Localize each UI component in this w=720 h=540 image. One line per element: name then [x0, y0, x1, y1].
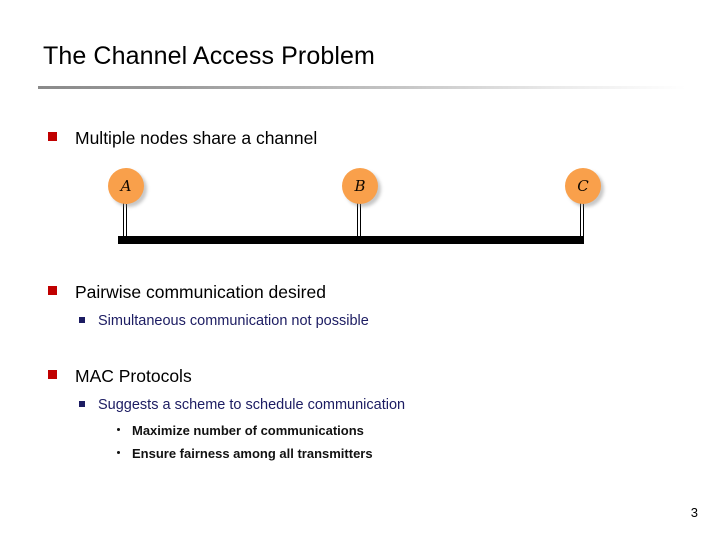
- square-bullet-icon: [48, 369, 57, 379]
- bullet-level1-mac-protocols: MAC Protocols: [48, 364, 192, 387]
- bullet-level3-label: Ensure fairness among all transmitters: [132, 445, 373, 461]
- bullet-level2-simultaneous-communication: Simultaneous communication not possible: [79, 312, 369, 331]
- bullet-level3-label: Maximize number of communications: [132, 422, 364, 438]
- network-node-c-label: C: [577, 177, 589, 195]
- network-node-b-label: B: [354, 177, 366, 195]
- dot-bullet-icon: [117, 428, 120, 432]
- network-node-a-label: A: [120, 177, 132, 195]
- node-stem-b: [357, 195, 362, 240]
- bullet-level2-label: Suggests a scheme to schedule communicat…: [98, 397, 406, 413]
- bullet-level1-label: Pairwise communication desired: [75, 282, 326, 303]
- title-divider: [38, 86, 686, 89]
- bullet-level2-label: Simultaneous communication not possible: [98, 313, 369, 329]
- dot-bullet-icon: [117, 451, 120, 455]
- bullet-level2-suggests-scheme: Suggests a scheme to schedule communicat…: [79, 396, 405, 415]
- bullet-level1-label: Multiple nodes share a channel: [75, 128, 318, 149]
- shared-bus-line: [118, 236, 584, 244]
- page-title: The Channel Access Problem: [43, 42, 375, 70]
- bullet-level1-multiple-nodes: Multiple nodes share a channel: [48, 126, 317, 149]
- square-bullet-icon: [48, 131, 57, 141]
- page-number: 3: [690, 505, 698, 520]
- network-node-b: B: [342, 168, 378, 204]
- bullet-level3-ensure-fairness: Ensure fairness among all transmitters: [117, 444, 373, 463]
- network-node-a: A: [108, 168, 144, 204]
- small-square-bullet-icon: [79, 316, 85, 323]
- node-stem-c: [580, 195, 585, 240]
- bullet-level1-pairwise-communication: Pairwise communication desired: [48, 280, 326, 303]
- small-square-bullet-icon: [79, 400, 85, 407]
- bullet-level1-label: MAC Protocols: [75, 366, 192, 387]
- network-node-c: C: [565, 168, 601, 204]
- bullet-level3-maximize-communications: Maximize number of communications: [117, 421, 364, 440]
- node-stem-a: [123, 195, 128, 240]
- square-bullet-icon: [48, 285, 57, 295]
